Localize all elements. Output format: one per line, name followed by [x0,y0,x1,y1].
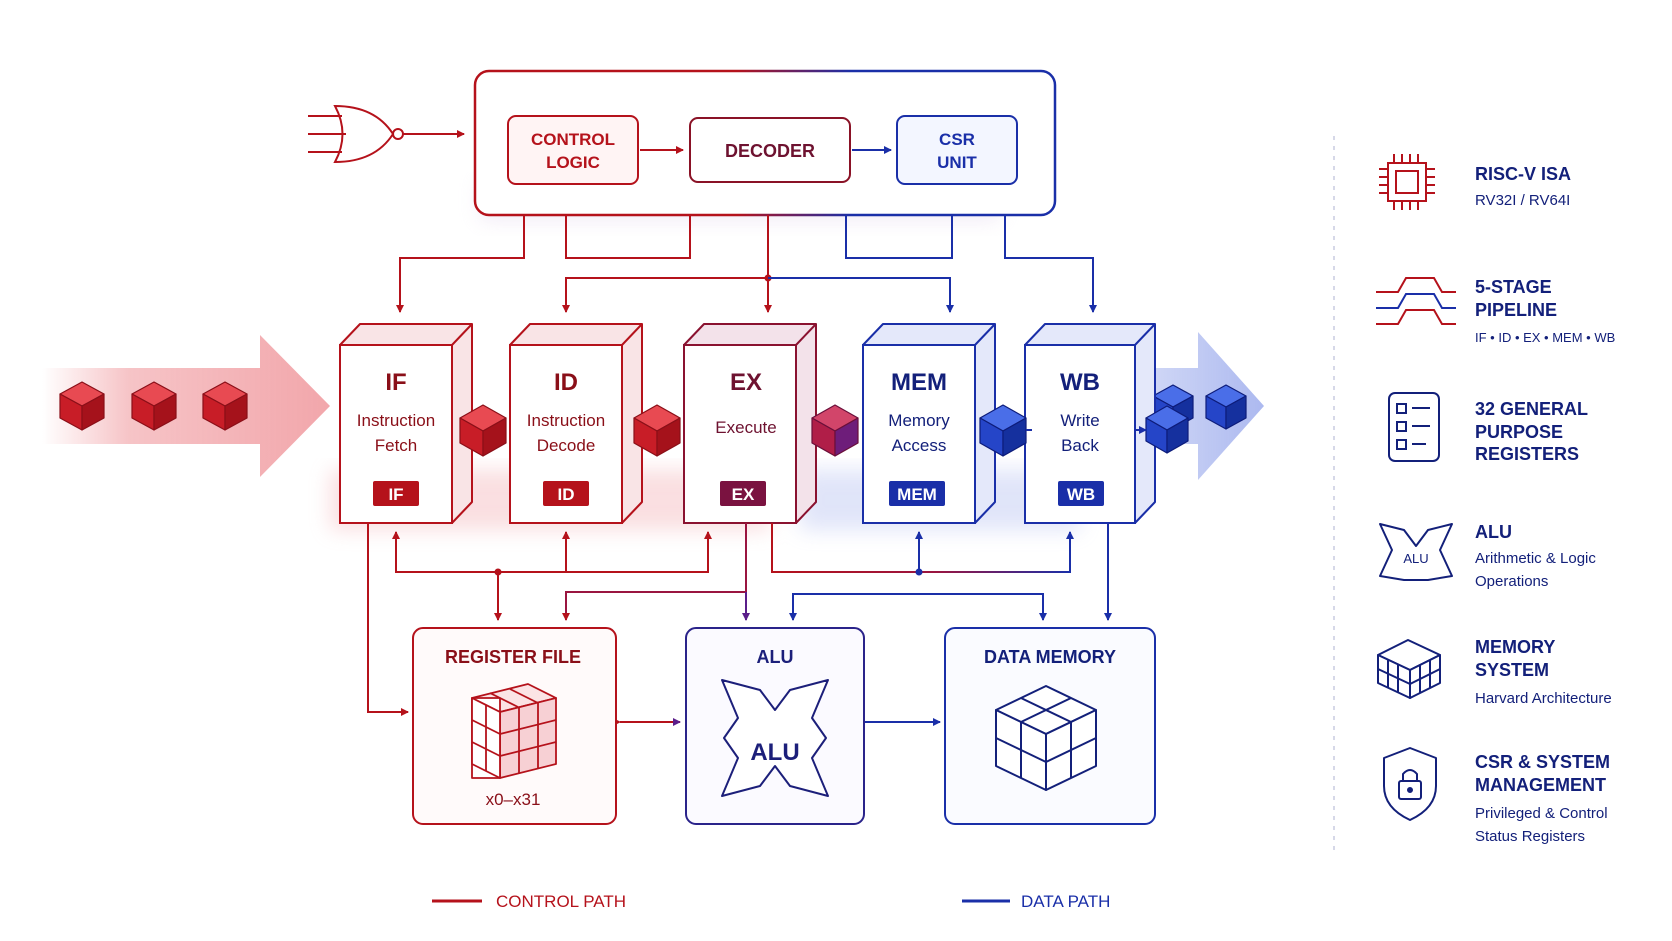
stage-ex-box[interactable]: EX Execute EX [683,323,817,524]
stage-wb-desc-1: Write [1060,411,1099,430]
feature-memory-title-2: SYSTEM [1475,660,1549,680]
pipeline-waveform-icon [1376,277,1456,325]
stage-mem-desc-2: Access [892,436,947,455]
stage-mem-box[interactable]: MEM Memory Access MEM [862,323,996,524]
stage-wb-desc-2: Back [1061,436,1099,455]
stage-if-box[interactable]: IF Instruction Fetch IF [339,323,473,524]
stage-mem-tag-label: MEM [897,485,937,504]
stage-id-box[interactable]: ID Instruction Decode ID [509,323,643,524]
feature-alu-desc-1: Arithmetic & Logic [1475,550,1596,567]
register-grid-icon [471,683,557,779]
alu-icon: ALU [1379,523,1453,581]
stage-wb-tag-label: WB [1067,485,1095,504]
control-logic-label-1: CONTROL [531,130,615,149]
stage-id-code: ID [554,369,578,396]
stage-wb-tag [1058,481,1104,506]
feature-isa-title: RISC-V ISA [1475,164,1571,184]
instruction-cube-icon [131,381,177,431]
stage-id-desc-1: Instruction [527,411,605,430]
feature-registers-title-3: REGISTERS [1475,444,1579,464]
feature-memory-desc: Harvard Architecture [1475,690,1612,707]
stage-id-tag-label: ID [558,485,575,504]
stage-if-desc-2: Fetch [375,436,418,455]
feature-registers-title-1: 32 GENERAL [1475,399,1588,419]
stage-ex-tag [720,481,766,506]
csr-unit-box[interactable]: CSR UNIT [896,115,1018,185]
feature-memory-title-1: MEMORY [1475,637,1555,657]
stage-ex-tag-label: EX [732,485,755,504]
input-flow-arrow [42,335,330,477]
csr-unit-label-1: CSR [939,130,975,149]
lock-shield-icon [1383,747,1437,821]
feature-csr-desc-1: Privileged & Control [1475,805,1608,822]
datapath-traces [367,523,1112,726]
pipeline-register-cube-icon [459,404,507,457]
decoder-label: DECODER [725,141,815,161]
control-path-label: CONTROL PATH [496,892,626,911]
alu-block-title: ALU [757,647,794,667]
control-logic-label-2: LOGIC [546,153,600,172]
stage-ex-code: EX [730,369,762,396]
feature-csr-title-1: CSR & SYSTEM [1475,752,1610,772]
feature-csr-title-2: MANAGEMENT [1475,775,1606,795]
alu-icon-label: ALU [750,739,799,766]
legend: CONTROL PATH DATA PATH [432,892,1110,911]
alu-icon-text: ALU [1403,551,1428,566]
stage-if-code: IF [385,369,406,396]
pipeline-register-cube-icon [811,404,859,457]
stage-wb-box[interactable]: WB Write Back WB [1024,323,1156,524]
cpu-chip-icon [1379,154,1435,210]
register-range-label: x0–x31 [486,790,541,809]
stage-ex-desc-1: Execute [715,418,776,437]
feature-pipeline-title-2: PIPELINE [1475,300,1557,320]
register-file-title: REGISTER FILE [445,647,581,667]
stage-if-desc-1: Instruction [357,411,435,430]
stage-wb-code: WB [1060,369,1100,396]
alu-block[interactable]: ALU ALU [685,627,865,825]
pipeline-register-cube-icon [979,404,1027,457]
stage-mem-desc-1: Memory [888,411,950,430]
memory-cube-icon [995,685,1097,791]
decoder-box[interactable]: DECODER [689,117,851,183]
control-signal-traces [396,215,1097,313]
feature-alu-title: ALU [1475,522,1512,542]
stage-if-tag [373,481,419,506]
instruction-cube-icon [59,381,105,431]
feature-csr-desc-2: Status Registers [1475,828,1585,845]
feature-registers-title-2: PURPOSE [1475,422,1563,442]
feature-pipeline-desc: IF • ID • EX • MEM • WB [1475,330,1615,345]
feature-alu-desc-2: Operations [1475,573,1548,590]
instruction-cube-icon [202,381,248,431]
input-instruction-cubes [59,381,248,431]
register-file-block[interactable]: REGISTER FILE x0–x31 [412,627,617,825]
stage-if-tag-label: IF [388,485,403,504]
register-list-icon [1388,392,1440,462]
feature-pipeline-title-1: 5-STAGE [1475,277,1552,297]
output-data-cubes [1152,384,1247,430]
memory-system-icon [1377,639,1441,699]
nor-gate-icon [308,104,465,164]
pipeline-register-cubes [459,404,1189,457]
feature-panel: RISC-V ISA RV32I / RV64I 5-STAGE PIPELIN… [1376,154,1615,845]
csr-unit-label-2: UNIT [937,153,977,172]
data-memory-title: DATA MEMORY [984,647,1116,667]
alu-shape-icon [721,679,829,797]
data-path-label: DATA PATH [1021,892,1110,911]
control-logic-box[interactable]: CONTROL LOGIC [507,115,639,185]
stage-mem-tag [889,481,945,506]
stage-mem-code: MEM [891,369,947,396]
pipeline-register-cube-icon [633,404,681,457]
data-memory-block[interactable]: DATA MEMORY [944,627,1156,825]
pipeline-register-cube-icon [1145,405,1189,454]
stage-id-desc-2: Decode [537,436,596,455]
feature-isa-desc: RV32I / RV64I [1475,192,1570,209]
stage-id-tag [543,481,589,506]
data-cube-icon [1205,384,1247,430]
